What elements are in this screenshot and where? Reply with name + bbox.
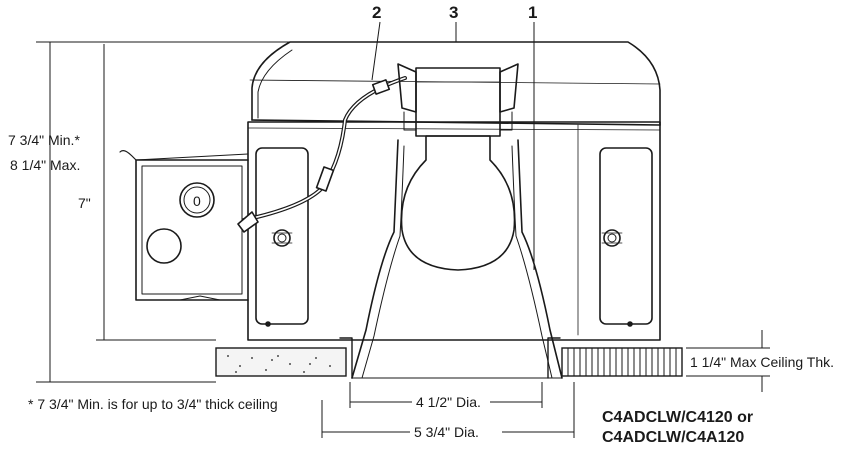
right-side-panel <box>599 147 653 325</box>
inner-dia-label: 4 1/2" Dia. <box>416 394 481 410</box>
knockout-label: 0 <box>193 193 201 209</box>
model-line-1: C4ADCLW/C4120 or <box>602 409 753 426</box>
callout-1: 1 <box>528 3 537 22</box>
frame-box <box>247 121 661 341</box>
ceiling-right <box>561 347 683 377</box>
outer-dia-label: 5 3/4" Dia. <box>414 424 479 440</box>
seven-inch-label: 7" <box>78 195 91 211</box>
cable <box>242 76 407 222</box>
right-screw <box>603 229 621 247</box>
left-side-panel <box>255 147 309 325</box>
lamp-bulb <box>400 135 516 271</box>
socket <box>415 67 501 137</box>
max-height-label: 8 1/4" Max. <box>10 157 80 173</box>
leader-2 <box>371 21 381 81</box>
callout-3: 3 <box>449 3 458 22</box>
left-screw <box>273 229 291 247</box>
knockout <box>179 182 215 218</box>
ceiling-thickness-label: 1 1/4" Max Ceiling Thk. <box>690 354 834 370</box>
knockout-lower <box>146 228 182 264</box>
ceiling-left <box>215 347 347 377</box>
footnote: * 7 3/4" Min. is for up to 3/4" thick ce… <box>28 396 278 412</box>
min-height-label: 7 3/4" Min.* <box>8 132 80 148</box>
junction-box <box>135 159 249 301</box>
model-line-2: C4ADCLW/C4A120 <box>602 429 744 446</box>
reflector-cone <box>351 139 563 379</box>
housing-dome-inner <box>257 49 293 119</box>
callout-2: 2 <box>372 3 381 22</box>
